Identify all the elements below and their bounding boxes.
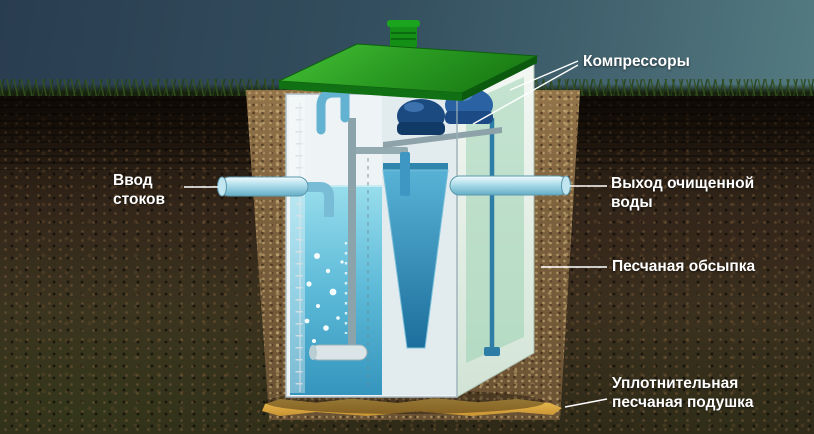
label-inlet: Ввод стоков bbox=[113, 172, 166, 208]
sand-backfill-area bbox=[246, 90, 580, 420]
label-outlet: Выход очищенной воды bbox=[611, 175, 755, 211]
label-sand-cushion: Уплотнительная песчаная подушка bbox=[612, 375, 754, 411]
label-compressors: Компрессоры bbox=[583, 53, 690, 70]
label-sand-backfill: Песчаная обсыпка bbox=[612, 258, 756, 275]
sand-cushion-layer bbox=[262, 398, 562, 416]
